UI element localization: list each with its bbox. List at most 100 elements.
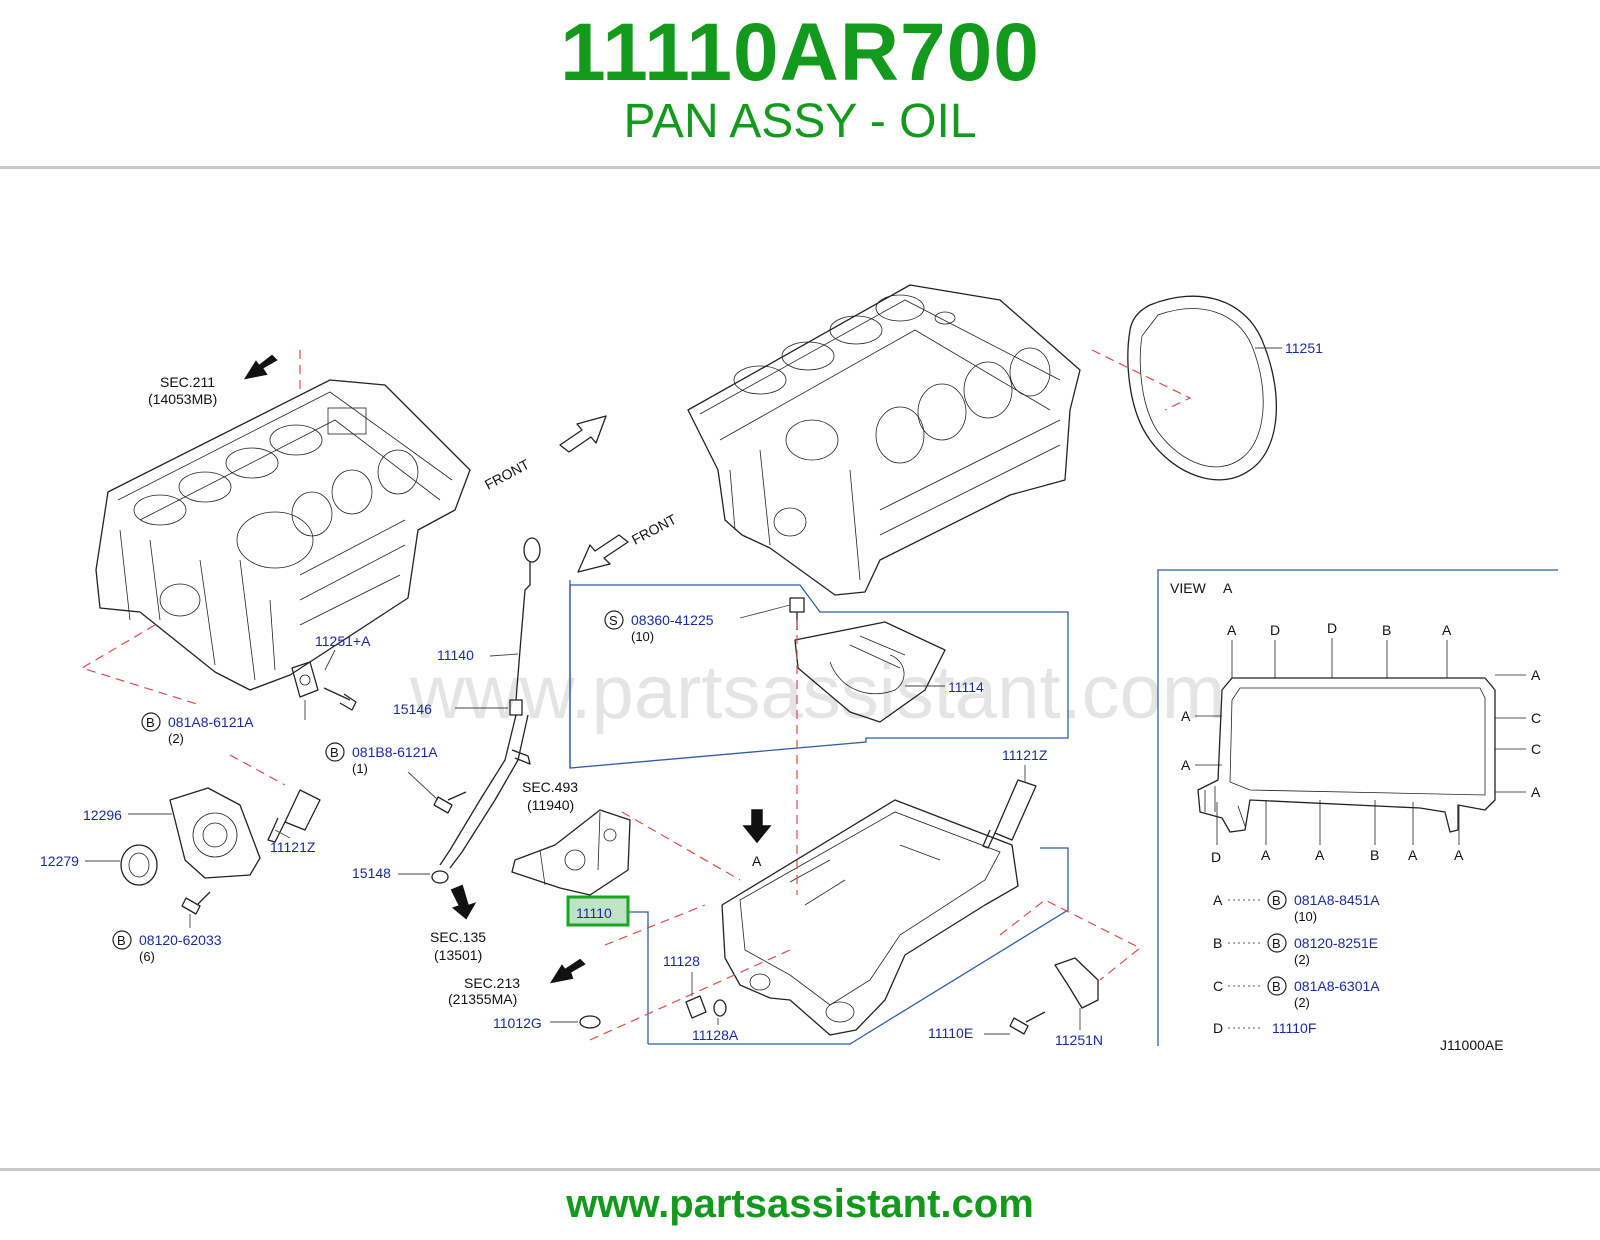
dipstick-11140-shape [431, 537, 541, 884]
part-label-08360-41225[interactable]: 08360-41225 [631, 612, 714, 628]
legend-qty-b: (2) [1294, 952, 1310, 967]
oil-pan-11110-shape [721, 799, 1019, 1036]
sec211-arrow-icon [243, 354, 278, 380]
part-label-11251a[interactable]: 11251+A [315, 633, 371, 649]
highlighted-part-box [566, 895, 630, 927]
legend-key-c: C [1213, 978, 1223, 994]
view-a-top-label-5: A [1442, 622, 1452, 638]
view-a-right-label-4: A [1531, 784, 1541, 800]
legend-part-d[interactable]: 11110F [1272, 1020, 1316, 1036]
view-a-arrow-label: A [752, 853, 762, 869]
view-a-top-label-1: A [1227, 622, 1237, 638]
part-label-11140[interactable]: 11140 [437, 647, 474, 663]
view-a-arrow-icon [742, 809, 772, 844]
legend-part-c[interactable]: 081A8-6301A [1294, 978, 1380, 994]
washer-11012g-shape [579, 1015, 601, 1029]
sec135-arrow-icon [450, 884, 477, 920]
part-label-11114[interactable]: 11114 [948, 679, 984, 695]
front-cover-12296-shape [169, 787, 261, 879]
part-label-11251[interactable]: 11251 [1285, 340, 1323, 356]
sec211-ref: (14053MB) [148, 391, 217, 407]
front-label-lower: FRONT [629, 511, 679, 548]
view-a-right-label-1: A [1531, 667, 1541, 683]
header-divider [0, 166, 1600, 169]
view-a-title: VIEW [1170, 580, 1207, 596]
part-label-08120-62033[interactable]: 08120-62033 [139, 932, 222, 948]
circle-letter-b-2 [112, 930, 132, 950]
legend-circle-b-b [1267, 933, 1287, 953]
part-label-12279[interactable]: 12279 [40, 853, 79, 869]
qty-08360-41225: (10) [631, 629, 654, 644]
bolt-11110e-shape [1009, 1011, 1046, 1035]
svg-text:B: B [330, 745, 339, 760]
view-a-left-label-1: A [1181, 708, 1191, 724]
view-a-top-label-3: D [1327, 620, 1337, 636]
part-label-11128[interactable]: 11128 [663, 953, 700, 969]
legend-part-b[interactable]: 08120-8251E [1294, 935, 1378, 951]
part-name-subtitle: PAN ASSY - OIL [623, 95, 977, 148]
part-label-081a8-6121a[interactable]: 081A8-6121A [168, 714, 254, 730]
view-a-right-label-2: C [1531, 710, 1541, 726]
part-label-11121z-right[interactable]: 11121Z [1002, 747, 1048, 763]
circle-letter-b-3 [325, 742, 345, 762]
part-label-11128a[interactable]: 11128A [692, 1027, 739, 1043]
svg-text:B: B [1272, 979, 1281, 994]
page-header: 11110AR700 PAN ASSY - OIL [0, 0, 1600, 168]
part-label-11251n[interactable]: 11251N [1055, 1032, 1103, 1048]
view-a-letter: A [1223, 580, 1233, 596]
sec135-code: SEC.135 [430, 929, 486, 945]
bolt-081b8-6121a-shape [433, 791, 467, 814]
view-a-bottom-label-6: A [1454, 847, 1464, 863]
view-a-pan-outline [1197, 677, 1496, 833]
plate-11251a-shape [291, 661, 357, 711]
part-label-11110[interactable]: 11110 [576, 905, 612, 921]
watermark-text: www.partsassistant.com [409, 650, 1225, 735]
sec213-code: SEC.213 [464, 975, 520, 991]
svg-text:B: B [146, 715, 155, 730]
sealant-tube-left-shape [267, 789, 321, 843]
svg-text:S: S [609, 613, 618, 628]
view-a-bottom-label-5: A [1408, 847, 1418, 863]
part-label-081b8-6121a[interactable]: 081B8-6121A [352, 744, 438, 760]
front-arrow-upper-icon [559, 415, 607, 453]
footer-divider [0, 1168, 1600, 1171]
part-label-15148[interactable]: 15148 [352, 865, 391, 881]
rear-gasket-11251-shape [1127, 295, 1277, 481]
sec211-code: SEC.211 [160, 374, 215, 390]
oil-seal-12279-shape [120, 844, 158, 886]
svg-text:B: B [1272, 893, 1281, 908]
bracket-sec493-shape [511, 809, 631, 896]
view-a-bottom-label-1: D [1211, 849, 1221, 865]
sec213-ref: (21355MA) [448, 991, 517, 1007]
legend-key-b: B [1213, 935, 1222, 951]
sec493-ref: (11940) [527, 797, 574, 813]
view-a-top-label-2: D [1270, 622, 1280, 638]
part-label-11012g[interactable]: 11012G [493, 1015, 542, 1031]
front-label-upper: FRONT [482, 456, 532, 493]
part-label-11110e[interactable]: 11110E [928, 1025, 973, 1041]
view-a-inset: VIEW A A D D B A A C C A A A D A A B A A… [1157, 569, 1558, 1053]
svg-text:B: B [117, 933, 126, 948]
svg-text:B: B [1272, 936, 1281, 951]
legend-key-a: A [1213, 892, 1223, 908]
circle-letter-b-1 [141, 712, 161, 732]
qty-081b8-6121a: (1) [352, 761, 368, 776]
bolt-08120-62033-shape [181, 891, 211, 915]
drain-plug-11128-shape [685, 995, 727, 1019]
exploded-parts-diagram: www.partsassistant.com [40, 284, 1558, 1053]
qty-08120-62033: (6) [139, 949, 155, 964]
front-arrow-lower-icon [577, 534, 629, 573]
view-a-right-label-3: C [1531, 741, 1541, 757]
legend-qty-a: (10) [1294, 909, 1317, 924]
diagram-code: J11000AE [1440, 1037, 1504, 1053]
legend-qty-c: (2) [1294, 995, 1310, 1010]
part-label-15146[interactable]: 15146 [393, 701, 432, 717]
legend-part-a[interactable]: 081A8-8451A [1294, 892, 1380, 908]
part-label-12296[interactable]: 12296 [83, 807, 122, 823]
footer-website-link[interactable]: www.partsassistant.com [566, 1182, 1034, 1226]
plate-11251n-shape [1054, 957, 1099, 1009]
view-a-bottom-label-3: A [1315, 847, 1325, 863]
part-label-11121z-left[interactable]: 11121Z [270, 839, 316, 855]
sec213-arrow-icon [549, 958, 586, 984]
part-number-title: 11110AR700 [560, 7, 1040, 98]
